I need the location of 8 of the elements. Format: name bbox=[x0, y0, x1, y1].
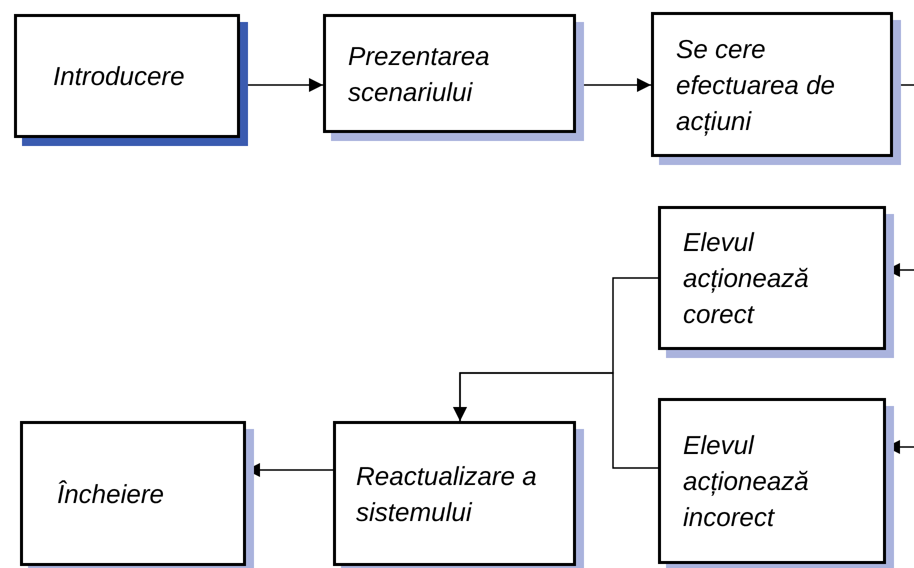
box-label: Reactualizare a sistemului bbox=[356, 460, 538, 528]
box-label: Încheiere bbox=[57, 478, 164, 510]
box-label: Elevul acționează incorect bbox=[683, 429, 810, 534]
arrow bbox=[453, 372, 658, 469]
box-label: Introducere bbox=[53, 60, 185, 93]
box-label: Prezentarea scenariului bbox=[348, 40, 491, 108]
box-label: Se cere efectuarea de acțiuni bbox=[676, 32, 836, 138]
box-label: Elevul acționează corect bbox=[683, 226, 810, 331]
